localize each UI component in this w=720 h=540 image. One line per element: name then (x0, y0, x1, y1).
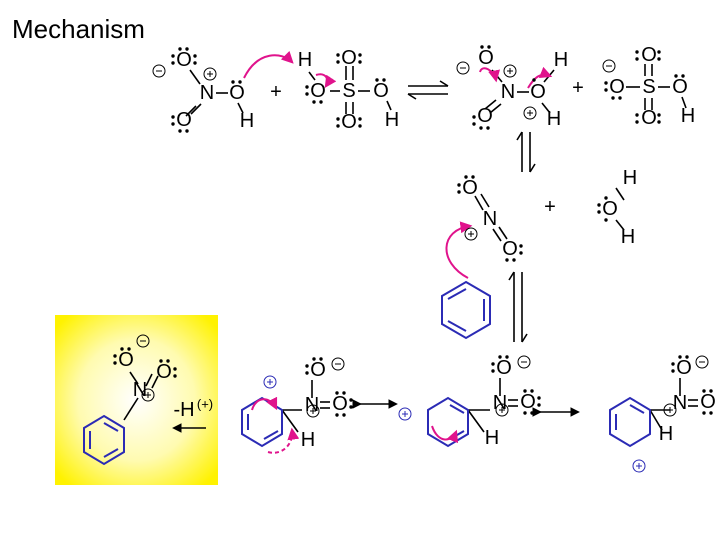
protonated-nitric-acid: O N O O H H (477, 47, 568, 130)
sulfuric-acid: H O S O O O H (298, 47, 399, 133)
svg-text:O: O (609, 76, 625, 98)
svg-text:O: O (332, 393, 348, 415)
svg-text:O: O (641, 44, 657, 66)
svg-text:S: S (642, 76, 655, 98)
benzene-ring (441, 280, 491, 340)
svg-text:O: O (477, 105, 493, 127)
svg-text:O: O (341, 47, 357, 69)
nitrobenzene-ring (83, 414, 125, 466)
svg-text:O: O (176, 109, 192, 131)
svg-text:H: H (547, 108, 561, 130)
svg-text:O: O (530, 81, 546, 103)
svg-text:O: O (310, 80, 326, 102)
svg-text:H: H (298, 49, 312, 71)
slide-title: Mechanism (12, 14, 145, 44)
svg-text:N: N (483, 208, 497, 230)
svg-text:O: O (176, 49, 192, 71)
bisulfate: O S O O O H (609, 44, 695, 129)
plus-sign-1: + (270, 81, 282, 103)
plus-sign-2: + (572, 77, 584, 99)
svg-text:N: N (200, 82, 214, 104)
svg-text:N: N (673, 392, 687, 414)
nitrobenzene: O N O (118, 349, 172, 401)
electron-arrows (243, 50, 553, 454)
svg-text:O: O (310, 359, 326, 381)
nitric-acid: O N O O H (176, 49, 254, 132)
svg-text:N: N (501, 81, 515, 103)
svg-text:H: H (554, 49, 568, 71)
svg-text:H: H (385, 109, 399, 131)
svg-text:O: O (502, 238, 518, 260)
sigma-complex-2-ring (427, 396, 469, 448)
sigma-complex-3-ring (609, 396, 651, 448)
svg-text:O: O (602, 198, 618, 220)
svg-text:O: O (676, 357, 692, 379)
svg-text:N: N (493, 392, 507, 414)
bonds (123, 64, 698, 433)
svg-text:H: H (623, 167, 637, 189)
equilibrium-arrows (407, 80, 536, 343)
lone-pairs (113, 45, 713, 417)
plus-sign-3: + (544, 196, 556, 218)
svg-text:H: H (485, 427, 499, 449)
svg-text:O: O (672, 76, 688, 98)
svg-text:O: O (341, 111, 357, 133)
sigma-complex-1-ring (241, 396, 283, 448)
formal-charges (136, 59, 709, 418)
water: H O H (602, 167, 637, 248)
svg-text:S: S (342, 80, 355, 102)
svg-text:O: O (373, 80, 389, 102)
ring-cation-charges (263, 375, 646, 473)
svg-text:H: H (621, 226, 635, 248)
svg-text:N: N (133, 379, 147, 401)
svg-text:O: O (478, 47, 494, 69)
svg-text:O: O (641, 107, 657, 129)
svg-text:O: O (700, 391, 716, 413)
svg-text:-H: -H (173, 399, 194, 421)
svg-text:H: H (659, 423, 673, 445)
svg-text:H: H (240, 110, 254, 132)
svg-text:H: H (301, 429, 315, 451)
svg-text:O: O (496, 357, 512, 379)
deprotonation-label: -H (+) (173, 397, 213, 422)
svg-text:H: H (681, 105, 695, 127)
svg-text:(+): (+) (197, 397, 213, 412)
sigma-complex-3: O N O H (659, 357, 716, 445)
svg-text:O: O (118, 349, 134, 371)
svg-text:O: O (520, 391, 536, 413)
nitronium-ion: O N O (462, 177, 518, 260)
svg-text:O: O (229, 82, 245, 104)
svg-text:O: O (462, 177, 478, 199)
svg-text:O: O (156, 361, 172, 383)
